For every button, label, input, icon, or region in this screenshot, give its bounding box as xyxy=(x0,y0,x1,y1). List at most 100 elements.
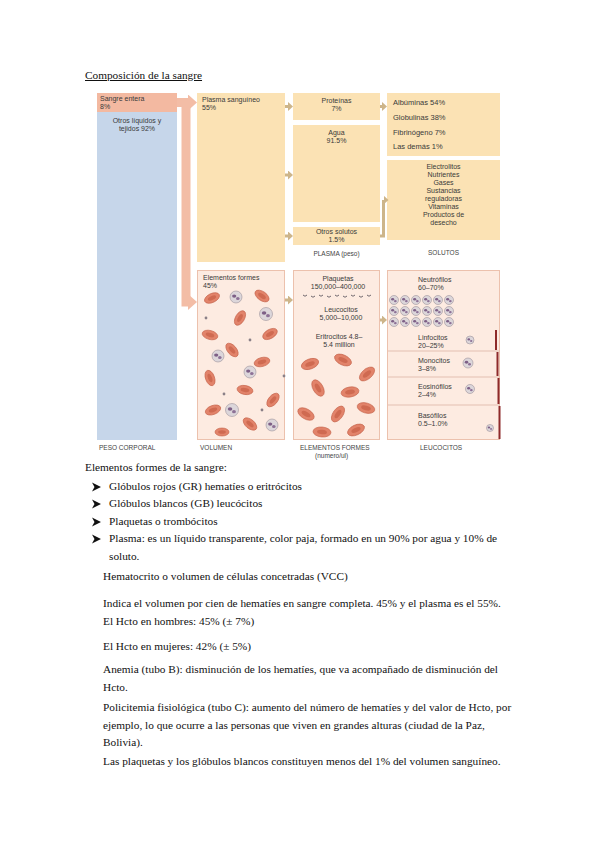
cell-body xyxy=(300,356,320,372)
cell-nucleus xyxy=(446,309,449,312)
flow-band xyxy=(177,98,188,107)
body-text: El Hcto en hombres: 45% (± 7%) xyxy=(103,613,254,631)
white-cell xyxy=(466,385,475,394)
box-text: Leucocitos 5,000–10,000 xyxy=(316,306,366,322)
box-text: Las demás 1% xyxy=(393,142,443,151)
body-text: Glóbulos blancos (GB) leucócitos xyxy=(109,495,262,513)
cell-nucleus xyxy=(488,426,490,428)
cell-nucleus xyxy=(467,338,470,340)
red-cell xyxy=(313,426,332,438)
red-cell xyxy=(204,403,222,417)
cell-center xyxy=(301,410,312,419)
platelet xyxy=(311,296,315,297)
white-cell xyxy=(401,296,410,305)
box-text: Proteínas 7% xyxy=(317,97,357,113)
cell-nucleus xyxy=(490,428,492,430)
white-cell xyxy=(445,318,454,327)
cell-body xyxy=(232,309,248,327)
cell-body xyxy=(357,364,377,383)
platelet xyxy=(223,393,226,396)
white-cell xyxy=(401,318,410,327)
body-text: Elementos formes de la sangre: xyxy=(85,459,227,477)
cell-nucleus xyxy=(416,311,419,313)
platelet xyxy=(205,317,208,320)
cell-nucleus xyxy=(394,311,397,313)
white-cell xyxy=(434,307,443,316)
cell-nucleus xyxy=(232,410,236,413)
body-text: El Hcto en mujeres: 42% (± 5%) xyxy=(103,638,251,656)
white-cell xyxy=(244,366,256,378)
platelet xyxy=(367,295,371,296)
platelet xyxy=(351,295,355,296)
cell-nucleus xyxy=(236,297,240,300)
cell-nucleus xyxy=(405,322,408,324)
cell-center xyxy=(345,389,356,395)
red-cell xyxy=(340,386,359,399)
axis-caption: PESO CORPORAL xyxy=(99,444,155,452)
cell-nucleus xyxy=(427,311,430,313)
list-bullet xyxy=(92,535,101,544)
flow-arrow xyxy=(380,319,382,322)
cell-body xyxy=(412,307,421,316)
red-cell xyxy=(356,401,376,415)
box-text: Otros líquidos y tejidos 92% xyxy=(112,117,162,133)
content-box: Albúminas 54%Globulinas 38%Fibrinógeno 7… xyxy=(387,93,500,156)
white-cell xyxy=(266,419,278,431)
cell-nucleus xyxy=(449,311,452,313)
white-cell xyxy=(445,296,454,305)
cell-nucleus xyxy=(413,309,416,312)
cell-nucleus xyxy=(435,320,438,323)
content-box: Agua 91.5% xyxy=(293,125,380,222)
connectors xyxy=(177,103,384,321)
cell-body xyxy=(445,307,454,316)
body-text: Indica el volumen por cien de hematíes e… xyxy=(103,595,523,613)
cell-nucleus xyxy=(402,309,405,312)
cell-body xyxy=(264,391,281,409)
cell-nucleus xyxy=(413,320,416,323)
box-text: Elementos formes 45% xyxy=(203,274,267,290)
content-box: Plaquetas 150,000–400,000Leucocitos 5,00… xyxy=(293,270,380,440)
box-text: Vitaminas xyxy=(428,203,459,211)
cell-body xyxy=(333,352,354,369)
cell-body xyxy=(401,318,410,327)
box-text: Basófilos 0.5–1.0% xyxy=(418,412,458,428)
cell-center xyxy=(240,387,249,393)
cell-nucleus xyxy=(424,320,427,323)
cell-nucleus xyxy=(438,300,441,302)
flow-arrow xyxy=(285,235,288,238)
cell-body xyxy=(201,329,219,342)
red-cell xyxy=(236,384,253,396)
cell-nucleus xyxy=(446,298,449,301)
cell-body xyxy=(445,296,454,305)
red-cell xyxy=(223,341,240,359)
box-text: Sustancias reguladoras xyxy=(413,187,475,203)
section-rule xyxy=(388,405,499,406)
box-text: Otros solutos 1.5% xyxy=(312,228,362,244)
box-text: Monocitos 3–8% xyxy=(418,357,458,373)
white-cell xyxy=(423,307,432,316)
white-cell xyxy=(434,318,443,327)
white-cell xyxy=(401,307,410,316)
content-box: Neutrófilos 60–70%Linfocitos 20–25%Monoc… xyxy=(387,270,500,440)
cell-nucleus xyxy=(424,309,427,312)
flow-arrow xyxy=(380,200,384,236)
cell-center xyxy=(207,294,217,301)
platelet xyxy=(343,296,347,297)
white-cell xyxy=(226,404,239,417)
cell-nucleus xyxy=(435,309,438,312)
white-cell xyxy=(412,296,421,305)
white-cell xyxy=(423,296,432,305)
cell-body xyxy=(203,291,221,306)
white-cell xyxy=(390,296,399,305)
white-cell xyxy=(390,318,399,327)
red-cell xyxy=(203,291,221,306)
axis-caption: SOLUTOS xyxy=(387,249,500,257)
body-text: Las plaquetas y los glóbulos blancos con… xyxy=(103,753,523,771)
cell-center xyxy=(305,360,316,368)
content-box: Elementos formes 45% xyxy=(197,270,285,440)
content-box: Otros líquidos y tejidos 92% xyxy=(97,112,177,440)
platelet xyxy=(261,409,264,412)
cell-body xyxy=(230,291,242,303)
cell-body xyxy=(412,296,421,305)
flow-arrow xyxy=(380,105,382,108)
